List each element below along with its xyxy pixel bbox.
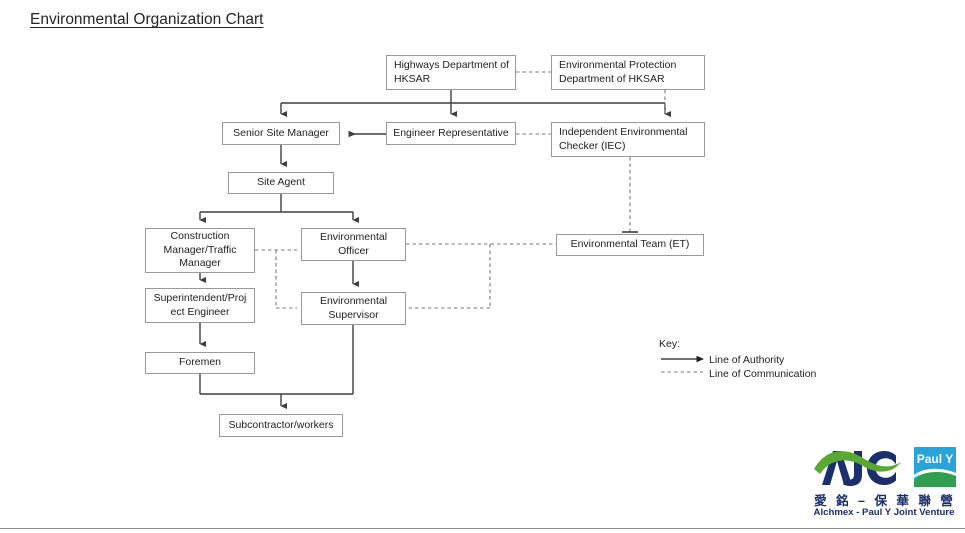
- node-superintendent-project-engineer[interactable]: Superintendent/Proj ect Engineer: [145, 288, 255, 323]
- node-independent-environmental-checker[interactable]: Independent Environmental Checker (IEC): [551, 122, 705, 157]
- logo-chinese-name: 愛 銘 – 保 華 聯 營: [814, 494, 956, 508]
- logo-english-name: Alchmex - Paul Y Joint Venture: [813, 507, 955, 518]
- node-environmental-officer[interactable]: Environmental Officer: [301, 228, 406, 261]
- node-foremen[interactable]: Foremen: [145, 352, 255, 374]
- legend-swatches: [661, 355, 704, 373]
- svg-text:Paul Y: Paul Y: [917, 452, 953, 466]
- node-environmental-supervisor[interactable]: Environmental Supervisor: [301, 292, 406, 325]
- legend-key-label: Key:: [659, 338, 681, 350]
- node-site-agent[interactable]: Site Agent: [228, 172, 334, 194]
- node-subcontractor-workers[interactable]: Subcontractor/workers: [219, 414, 343, 437]
- joint-venture-logo: Paul Y 愛 銘 – 保 華 聯 營 Alchmex - Paul Y Jo…: [808, 441, 960, 523]
- node-engineer-representative[interactable]: Engineer Representative: [386, 122, 516, 145]
- node-construction-manager-traffic-manager[interactable]: Construction Manager/Traffic Manager: [145, 228, 255, 273]
- paul-y-logo-icon: Paul Y: [914, 447, 956, 487]
- page-title: Environmental Organization Chart: [30, 11, 264, 28]
- node-highways-department[interactable]: Highways Department of HKSAR: [386, 55, 516, 90]
- communication-connector-group: [255, 71, 666, 309]
- footer-divider: [0, 528, 965, 529]
- node-environmental-protection-department[interactable]: Environmental Protection Department of H…: [551, 55, 705, 90]
- alchmex-paul-y-logo-mark: Paul Y: [814, 447, 956, 487]
- legend: Key: Line of Authority Line of Communica…: [659, 338, 859, 388]
- legend-authority-label: Line of Authority: [709, 354, 785, 366]
- node-environmental-team[interactable]: Environmental Team (ET): [556, 234, 704, 256]
- legend-communication-label: Line of Communication: [709, 368, 817, 380]
- authority-connector-group: [199, 90, 671, 409]
- ajc-monogram-icon: [814, 451, 901, 486]
- node-senior-site-manager[interactable]: Senior Site Manager: [222, 122, 340, 145]
